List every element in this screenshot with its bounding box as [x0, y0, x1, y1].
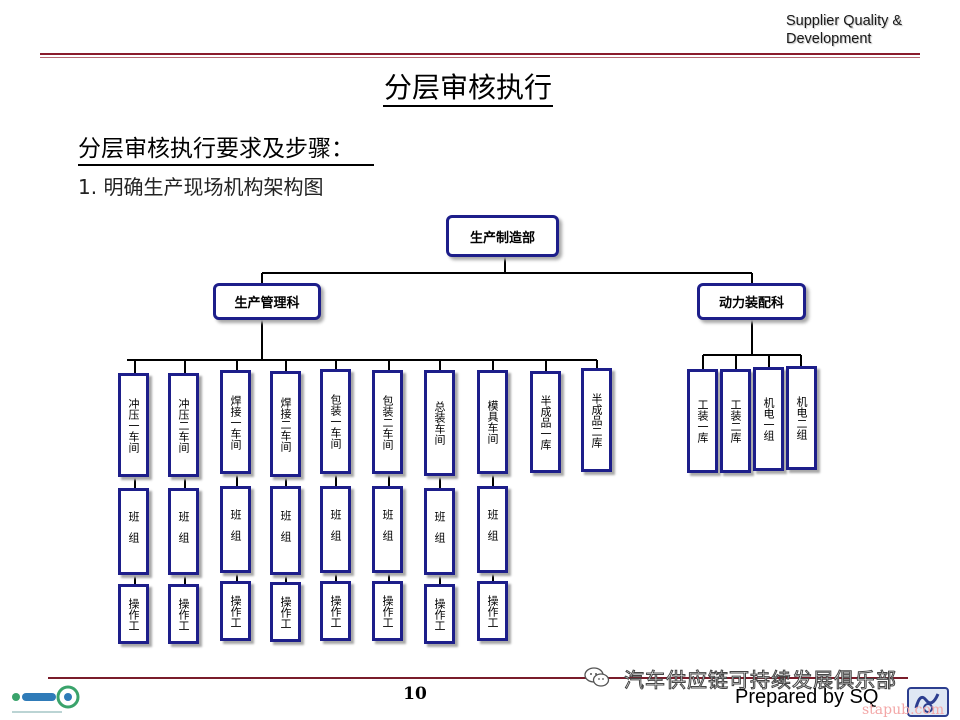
workshop-box: 包装二车间	[372, 370, 403, 474]
corner-line-2: Development	[786, 31, 872, 47]
org-root-box: 生产制造部	[446, 215, 559, 257]
team-box: 班组	[270, 486, 301, 575]
company-corner-label: Supplier Quality & Development	[786, 12, 951, 48]
operator-box: 操作工	[168, 584, 199, 644]
page-number: 10	[403, 684, 427, 704]
operator-box: 操作工	[372, 581, 403, 641]
prepared-by-label: Prepared by SQ	[735, 686, 879, 708]
company-logo-left-icon	[12, 685, 80, 713]
warehouse-box: 半成品一库	[530, 371, 561, 473]
workshop-box: 焊接一车间	[220, 370, 251, 474]
dept-right-box: 动力装配科	[697, 283, 806, 320]
workshop-box: 焊接二车间	[270, 371, 301, 477]
workshop-box: 总装车间	[424, 370, 455, 476]
slide-title-text: 分层审核执行	[382, 71, 553, 107]
team-box: 班组	[118, 488, 149, 575]
workshop-box: 冲压二车间	[168, 373, 199, 477]
company-logo-right-icon	[907, 687, 949, 717]
unit-box: 工装二库	[720, 369, 751, 473]
step-1-text: 1. 明确生产现场机构架构图	[78, 175, 324, 199]
workshop-box: 冲压一车间	[118, 373, 149, 477]
unit-box: 机电二组	[786, 366, 817, 470]
warehouse-box: 半成品二库	[581, 368, 612, 472]
operator-box: 操作工	[424, 584, 455, 644]
workshop-box: 模具车间	[477, 370, 508, 474]
section-subtitle: 分层审核执行要求及步骤：	[78, 134, 374, 166]
header-rule	[40, 53, 920, 55]
team-box: 班组	[168, 488, 199, 575]
team-box: 班组	[424, 488, 455, 575]
operator-box: 操作工	[320, 581, 351, 641]
operator-box: 操作工	[270, 582, 301, 642]
operator-box: 操作工	[477, 581, 508, 641]
workshop-box: 包装一车间	[320, 369, 351, 474]
header-rule-thin	[40, 57, 920, 58]
slide-title: 分层审核执行	[0, 70, 936, 107]
wechat-icon	[584, 667, 610, 687]
unit-box: 工装一库	[687, 369, 718, 473]
corner-line-1: Supplier Quality &	[786, 13, 903, 29]
site-watermark: stapub.com	[862, 702, 945, 718]
team-box: 班组	[372, 486, 403, 573]
team-box: 班组	[477, 486, 508, 573]
operator-box: 操作工	[220, 581, 251, 641]
footer-rule	[48, 677, 908, 679]
unit-box: 机电一组	[753, 367, 784, 471]
operator-box: 操作工	[118, 584, 149, 644]
watermark-text: 汽车供应链可持续发展俱乐部	[624, 668, 897, 693]
team-box: 班组	[320, 486, 351, 573]
dept-left-box: 生产管理科	[213, 283, 321, 320]
team-box: 班组	[220, 486, 251, 573]
